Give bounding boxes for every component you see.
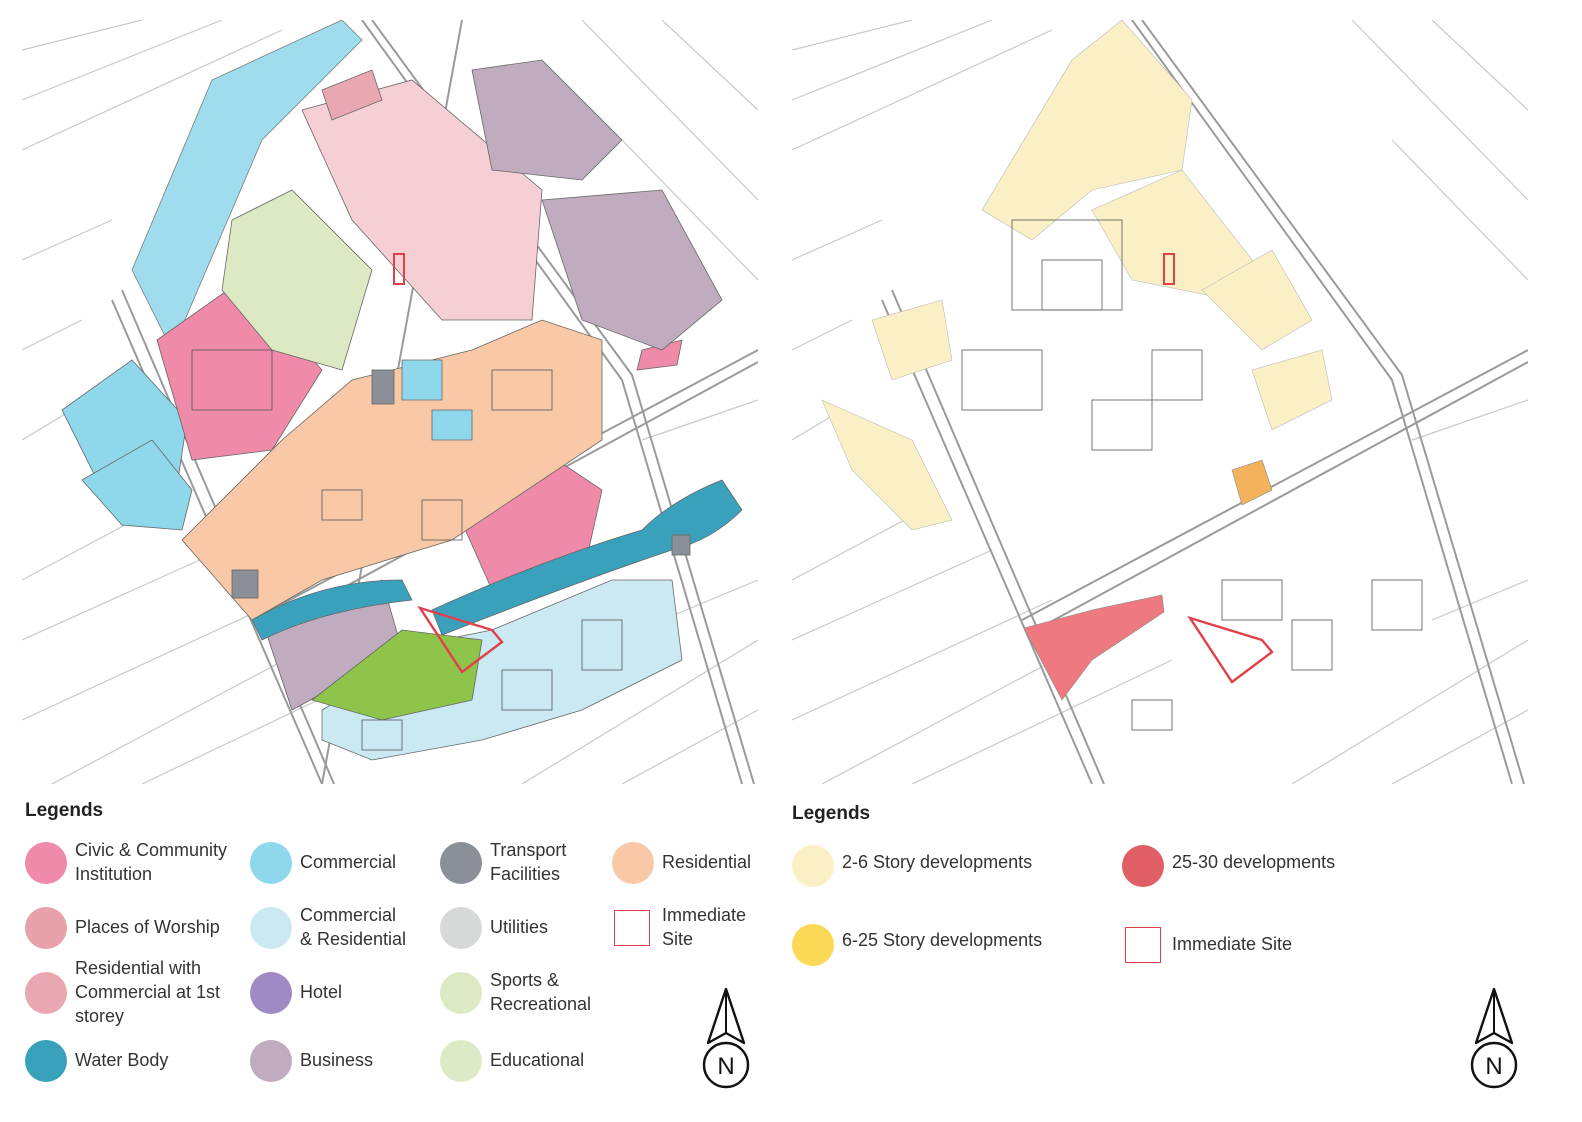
legend-label-business: Business [300,1050,374,1070]
left-legend-title: Legends [25,800,104,821]
legend-label-immediate-site: Immediate Site [662,905,747,949]
legend-swatch-water-body [25,1040,67,1082]
legend-swatch-residential [612,842,654,884]
right-immediate-site-outline [1187,615,1274,684]
legend-label-2-6-story: 2-6 Story developments [842,852,1033,872]
legend-swatch-business [250,1040,292,1082]
right-panel: Legends 2-6 Story developments 6-25 Stor… [790,0,1582,1122]
legend-label-worship: Places of Worship [75,917,220,937]
legend-swatch-sports [440,972,482,1014]
legend-swatch-2-6-story [792,845,834,887]
legend-label-residential-commercial: Residential with Commercial at 1st store… [75,958,221,1026]
legend-label-commercial-residential: Commercial & Residential [300,905,407,949]
legend-swatch-residential-commercial [25,972,67,1014]
right-legend-title: Legends [792,803,871,824]
legend-label-commercial: Commercial [300,852,397,872]
legend-swatch-immediate-site [614,910,650,946]
building-height-map [792,20,1528,784]
legend-swatch-commercial [250,842,292,884]
legend-swatch-25-30 [1122,845,1164,887]
land-use-map [22,20,758,784]
legend-swatch-worship [25,907,67,949]
legend-swatch-6-25-story [792,924,834,966]
legend-swatch-civic [25,842,67,884]
immediate-site-outline [417,605,504,674]
north-arrow-icon: N [702,987,750,1089]
legend-swatch-utilities [440,907,482,949]
legend-label-25-30: 25-30 developments [1172,852,1336,872]
legend-label-transport: Transport Facilities [490,840,567,884]
legend-swatch-hotel [250,972,292,1014]
legend-label-utilities: Utilities [490,917,549,937]
building-height-map-drawing [792,20,1528,784]
legend-swatch-right-immediate-site [1125,927,1161,963]
legend-label-sports: Sports & Recreational [490,970,592,1014]
legend-swatch-commercial-residential [250,907,292,949]
left-panel: Legends Civic & Community Institution Pl… [0,0,790,1122]
land-use-map-drawing [22,20,758,784]
legend-label-civic: Civic & Community Institution [75,840,228,884]
legend-swatch-educational [440,1040,482,1082]
legend-label-educational: Educational [490,1050,585,1070]
right-north-label: N [1485,1053,1502,1080]
legend-label-residential: Residential [662,852,752,872]
legend-label-right-immediate-site: Immediate Site [1172,934,1293,954]
north-label: N [717,1053,734,1080]
right-north-arrow-icon: N [1470,987,1518,1089]
legend-label-6-25-story: 6-25 Story developments [842,930,1043,950]
legend-label-water-body: Water Body [75,1050,169,1070]
legend-label-hotel: Hotel [300,982,343,1002]
legend-swatch-transport [440,842,482,884]
